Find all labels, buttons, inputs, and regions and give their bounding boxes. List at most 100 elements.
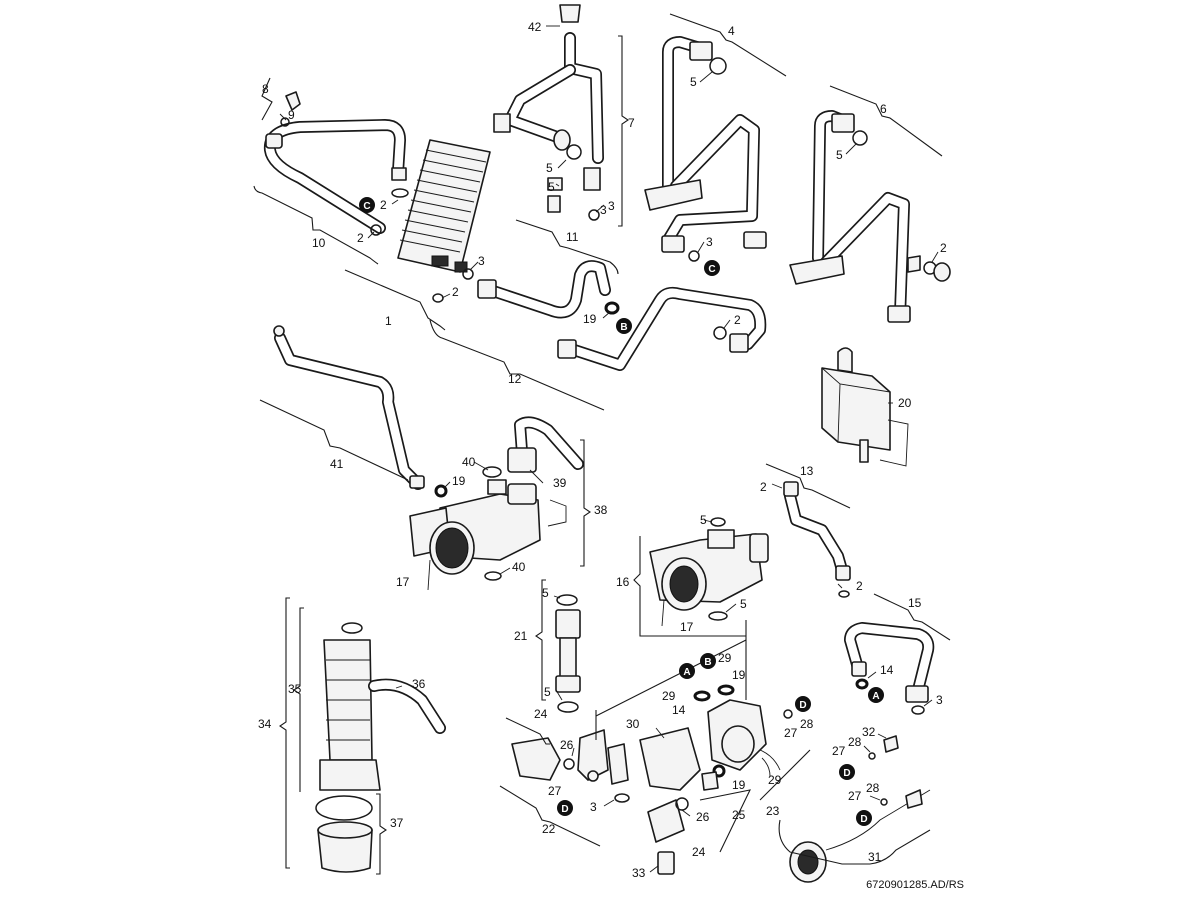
- sensor-assembly-31: [789, 735, 931, 883]
- label-17b: 17: [680, 620, 694, 634]
- label-3c: 3: [706, 235, 713, 249]
- pump-assembly-16: [649, 517, 769, 627]
- marker-d-4: D: [557, 800, 573, 816]
- label-36: 36: [412, 677, 426, 691]
- label-32: 32: [862, 725, 876, 739]
- svg-text:D: D: [843, 768, 850, 779]
- label-5c: 5: [836, 148, 843, 162]
- label-16: 16: [616, 575, 630, 589]
- label-34: 34: [258, 717, 272, 731]
- label-5g: 5: [544, 685, 551, 699]
- pipe-assembly-7: [493, 4, 604, 221]
- label-27a: 27: [784, 726, 798, 740]
- leader-lines: [279, 25, 939, 873]
- label-30: 30: [626, 717, 640, 731]
- label-40a: 40: [462, 455, 476, 469]
- svg-text:C: C: [363, 201, 370, 212]
- label-12: 12: [508, 372, 522, 386]
- label-14b: 14: [880, 663, 894, 677]
- label-2f: 2: [760, 480, 767, 494]
- valve-block-assembly: [511, 684, 793, 875]
- group-braces: [253, 13, 951, 875]
- siphon-assembly-34: [315, 622, 446, 873]
- label-40b: 40: [512, 560, 526, 574]
- label-8: 8: [262, 82, 269, 96]
- label-19d: 19: [732, 778, 746, 792]
- label-2c: 2: [452, 285, 459, 299]
- label-37: 37: [390, 816, 404, 830]
- label-33: 33: [632, 866, 646, 880]
- marker-d-3: D: [856, 810, 872, 826]
- label-13: 13: [800, 464, 814, 478]
- label-17a: 17: [396, 575, 410, 589]
- label-28c: 28: [866, 781, 880, 795]
- label-3f: 3: [600, 203, 607, 217]
- marker-c-2: C: [704, 260, 720, 276]
- label-42: 42: [528, 20, 542, 34]
- marker-c-1: C: [359, 197, 375, 213]
- label-14a: 14: [672, 703, 686, 717]
- label-29b: 29: [662, 689, 676, 703]
- label-29c: 29: [768, 773, 782, 787]
- label-27b: 27: [832, 744, 846, 758]
- label-5e: 5: [740, 597, 747, 611]
- label-25: 25: [732, 808, 746, 822]
- label-21: 21: [514, 629, 528, 643]
- label-3e: 3: [590, 800, 597, 814]
- label-3d: 3: [936, 693, 943, 707]
- bleed-valve-icon: [285, 91, 301, 111]
- label-5h: 5: [548, 180, 555, 194]
- plate-heat-exchanger-1: [397, 139, 491, 280]
- marker-d-2: D: [839, 764, 855, 780]
- label-27c: 27: [848, 789, 862, 803]
- label-26b: 26: [696, 810, 710, 824]
- marker-a-1: A: [679, 663, 695, 679]
- label-2e: 2: [734, 313, 741, 327]
- label-23: 23: [766, 804, 780, 818]
- label-19a: 19: [583, 312, 597, 326]
- tube-21: [555, 594, 581, 713]
- label-31: 31: [868, 850, 882, 864]
- component-20: [821, 347, 909, 467]
- label-26a: 26: [560, 738, 574, 752]
- label-35: 35: [288, 682, 302, 696]
- label-29a: 29: [718, 651, 732, 665]
- label-22: 22: [542, 822, 556, 836]
- svg-text:A: A: [683, 667, 690, 678]
- label-24b: 24: [692, 845, 706, 859]
- label-27d: 27: [548, 784, 562, 798]
- label-6: 6: [880, 102, 887, 116]
- pipe-assembly-4: [644, 36, 767, 262]
- svg-text:D: D: [561, 804, 568, 815]
- label-28a: 28: [800, 717, 814, 731]
- label-9: 9: [288, 108, 295, 122]
- label-19b: 19: [452, 474, 466, 488]
- label-2a: 2: [380, 198, 387, 212]
- pipe-assembly-6: [789, 110, 951, 323]
- label-2g: 2: [856, 579, 863, 593]
- label-11: 11: [566, 230, 579, 244]
- label-5f: 5: [542, 586, 549, 600]
- label-5b: 5: [690, 75, 697, 89]
- label-15: 15: [908, 596, 922, 610]
- reference-code: 6720901285.AD/RS: [866, 879, 964, 891]
- pipe-assembly-13: [783, 481, 851, 598]
- label-24a: 24: [534, 707, 548, 721]
- marker-a-2: A: [868, 687, 884, 703]
- label-7: 7: [628, 116, 635, 130]
- label-2b: 2: [357, 231, 364, 245]
- label-10: 10: [312, 236, 326, 250]
- label-39: 39: [553, 476, 567, 490]
- label-3b: 3: [608, 199, 615, 213]
- pipe-assembly-41: [273, 325, 425, 490]
- label-5a: 5: [546, 161, 553, 175]
- label-28b: 28: [848, 735, 862, 749]
- svg-text:D: D: [799, 700, 806, 711]
- svg-text:A: A: [872, 691, 879, 702]
- label-4: 4: [728, 24, 735, 38]
- svg-text:B: B: [620, 322, 627, 333]
- label-38: 38: [594, 503, 608, 517]
- label-20: 20: [898, 396, 912, 410]
- marker-b-2: B: [700, 653, 716, 669]
